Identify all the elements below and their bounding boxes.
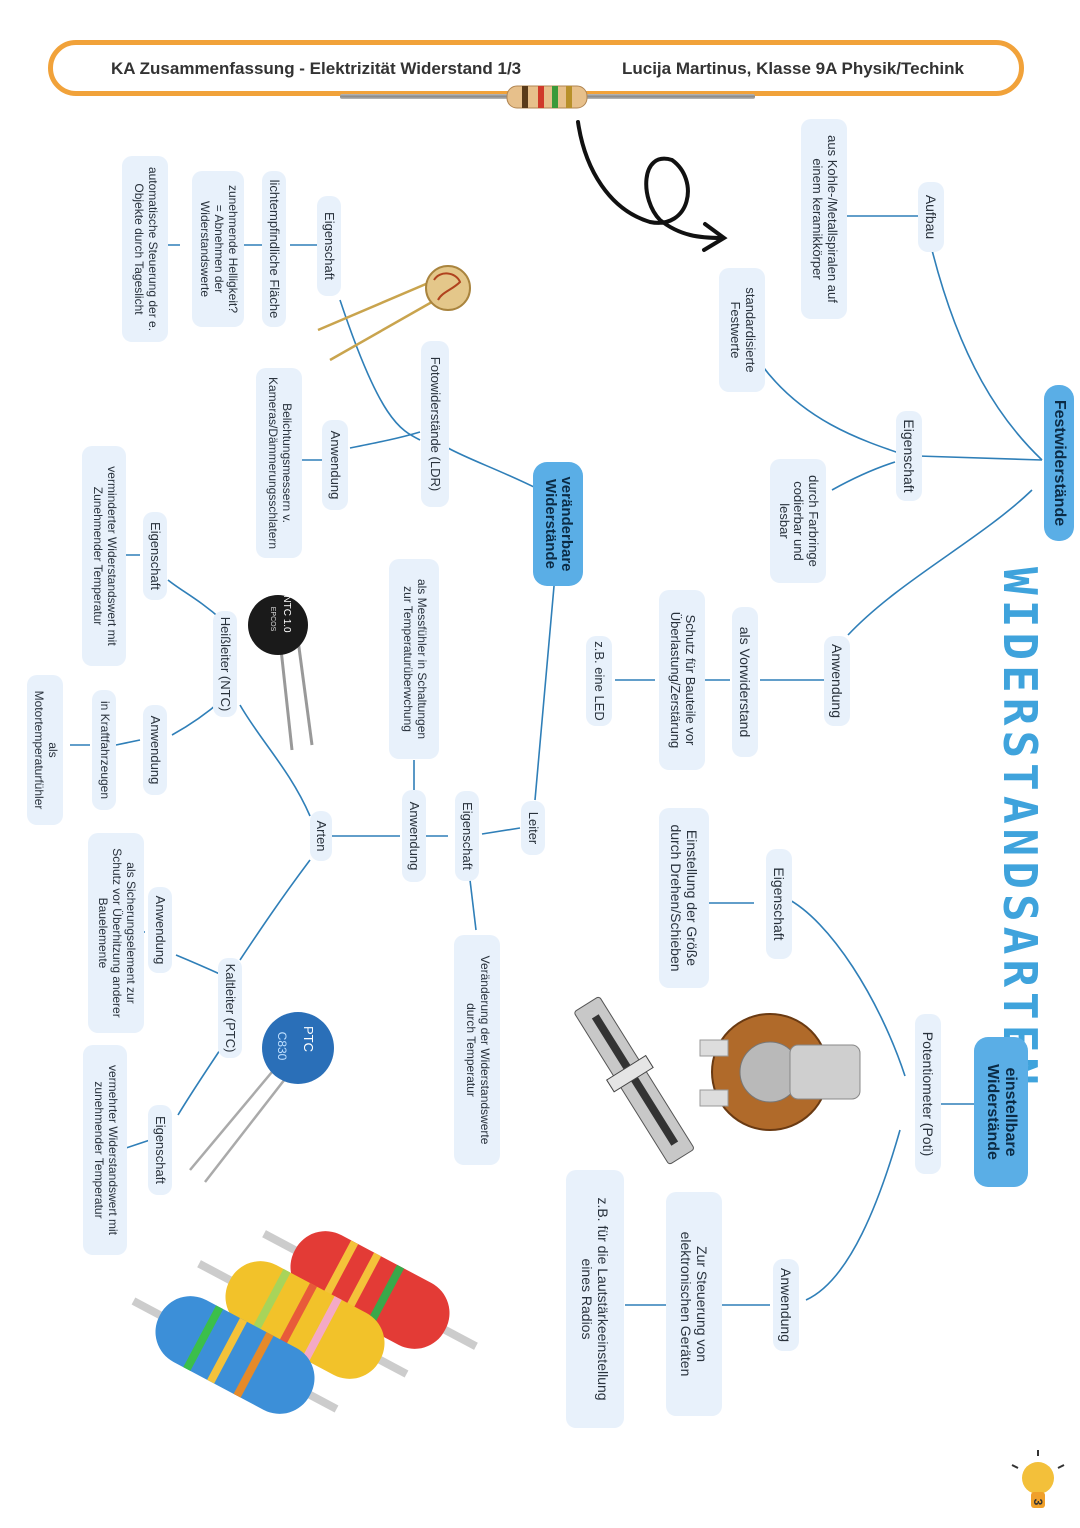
ptc-component-code: C830 — [275, 1031, 289, 1061]
einstell-steuerung-text: Zur Steuerung von elektronischen Geräten — [666, 1192, 722, 1416]
ldr-anwendung-node: Anwendung — [322, 420, 348, 510]
einstell-groesse-text: Einstellung der Größe durch Drehen/Schie… — [659, 808, 709, 988]
hub-einstellbare-widerstaende: einstellbare Widerstände — [974, 1037, 1028, 1187]
fest-schutz-text: Schutz für Bauteile vor Überlastung/Zers… — [659, 590, 705, 770]
leiter-node: Leiter — [521, 801, 545, 855]
ntc-eigenschaft-node: Eigenschaft — [143, 512, 167, 600]
ldr-belicht-text: Belichtungsmessern v. Kameras/Dämmerungs… — [256, 368, 302, 558]
ldr-node: Fotowiderstände (LDR) — [421, 341, 449, 507]
fest-vorwiderstand-text: als Vorwiderstand — [732, 607, 758, 757]
ptc-thermistor-icon — [189, 1012, 334, 1183]
einstell-poti-node: Potentiometer (Poti) — [915, 1014, 941, 1174]
ldr-eigenschaft-node: Eigenschaft — [317, 196, 341, 296]
header-author: Lucija Martinus, Klasse 9A Physik/Techin… — [621, 59, 964, 78]
hub-festwiderstaende: Festwiderstände — [1044, 385, 1074, 541]
ntc-component-label: NTC 1.0 — [281, 595, 292, 633]
resistor-red-icon — [262, 1230, 478, 1350]
ptc-eigenschaft-node: Eigenschaft — [148, 1105, 172, 1195]
ptc-anwendung-node: Anwendung — [148, 887, 172, 973]
ntc-kfz-text: in Kraftfahrzeugen — [92, 690, 116, 810]
main-title: WIDERSTANDSARTEN — [993, 567, 1047, 1091]
lightbulb-icon — [1011, 1450, 1065, 1508]
arten-node: Arten — [310, 811, 332, 861]
fest-aufbau-node: Aufbau — [918, 182, 944, 252]
ntc-node: Heißleiter (NTC) — [213, 611, 237, 717]
header-title: KA Zusammenfassung - Elektrizität Widers… — [111, 59, 522, 78]
einstell-anwendung-node: Anwendung — [773, 1259, 799, 1351]
fest-anwendung-node: Anwendung — [824, 636, 850, 726]
slide-potentiometer-icon — [574, 996, 694, 1165]
fest-led-text: z.B. eine LED — [586, 636, 612, 726]
fest-aufbau-text: aus Kohle-/Metallspiralen auf einem kera… — [801, 119, 847, 319]
ptc-eigenschaft-text: vermehrter Widerstandswert mit zunehmend… — [83, 1045, 127, 1255]
resistor-blue-icon — [131, 1296, 339, 1414]
ldr-auto-text: automatische Steuerung der e. Objekte du… — [122, 156, 168, 342]
page-badge: 3 — [1031, 1498, 1045, 1506]
ntc-motor-text: als Motortemperaturfühler — [27, 675, 63, 825]
ldr-hell-text: zunehmende Helligkeit? = Abnehmen der Wi… — [192, 171, 244, 327]
ldr-licht-text: lichtempfindliche Fläche — [262, 171, 286, 327]
curly-arrow-icon — [576, 120, 728, 252]
hub-veraenderbare-widerstaende: veränderbare Widerstände — [533, 462, 583, 586]
leiter-messfuehler-text: als Messfühler in Schaltungen zur Temper… — [389, 559, 439, 759]
header-resistor-icon — [506, 85, 588, 109]
leiter-temp-text: Veränderung der Widerstandswerte durch T… — [454, 935, 500, 1165]
fest-standard-text: standardisierte Festwerte — [719, 268, 765, 392]
ntc-anwendung-node: Anwendung — [143, 705, 167, 795]
leiter-anwendung-node: Anwendung — [402, 790, 426, 882]
ntc-component-brand: EPCOS — [269, 606, 276, 632]
fest-eigenschaft-node: Eigenschaft — [896, 411, 922, 501]
einstell-eigenschaft-node: Eigenschaft — [766, 849, 792, 959]
fest-farbringe-text: durch Farbringe codierbar und lesbar — [770, 459, 826, 583]
einstell-radio-text: z.B. für die Lautstärkeeinstellung eines… — [566, 1170, 624, 1428]
ntc-eigenschaft-text: verminderter Widerstandswert mit Zunehme… — [82, 446, 126, 666]
ptc-component-label: PTC — [301, 1026, 316, 1052]
ntc-thermistor-icon — [248, 595, 314, 751]
resistor-yellow-icon — [197, 1260, 409, 1379]
ldr-photoresistor-icon — [317, 265, 471, 362]
ptc-node: Kaltleiter (PTC) — [218, 958, 242, 1058]
rotary-potentiometer-icon — [699, 1013, 861, 1131]
leiter-eigenschaft-node: Eigenschaft — [455, 791, 479, 881]
ptc-sicherung-text: als Sicherungselement zur Schutz vor Übe… — [88, 833, 144, 1033]
